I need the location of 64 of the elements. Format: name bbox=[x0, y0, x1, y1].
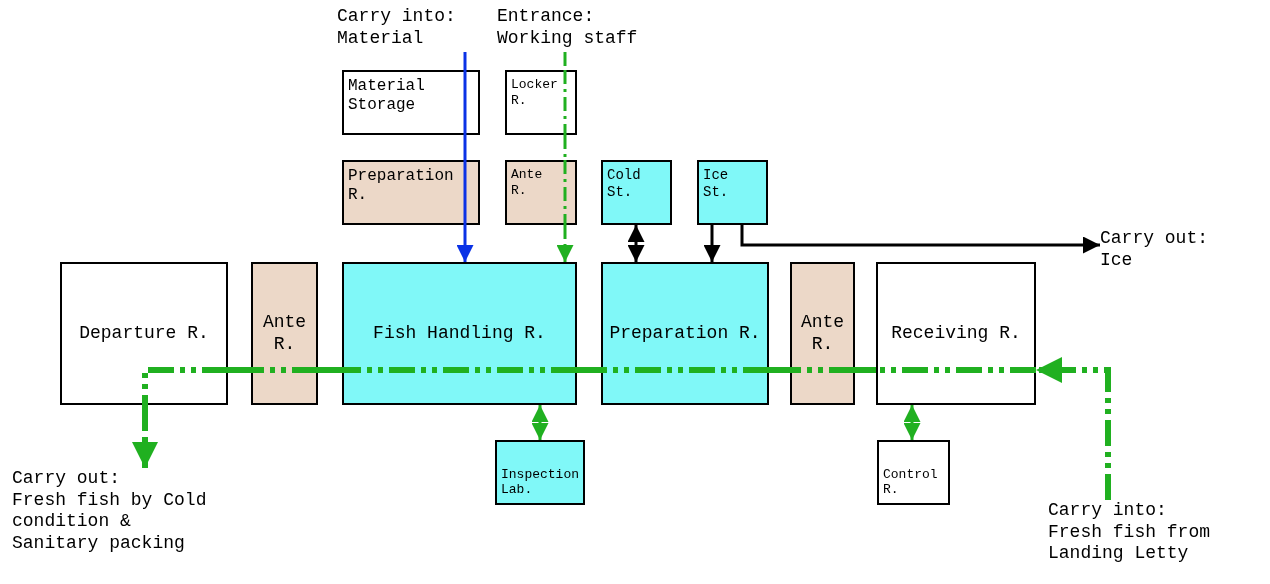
room-label: Departure R. bbox=[79, 322, 209, 345]
connector-line bbox=[855, 367, 876, 373]
room-label: Control R. bbox=[883, 466, 939, 498]
room-label: Inspection Lab. bbox=[501, 466, 579, 498]
room-label: Fish Handling R. bbox=[373, 322, 546, 345]
room-box bbox=[342, 160, 480, 225]
flow-line bbox=[463, 70, 467, 135]
room-box bbox=[877, 440, 950, 505]
room-label: Receiving R. bbox=[891, 322, 1021, 345]
connector-line bbox=[228, 367, 251, 373]
flow-description: Fresh fish by Cold condition & Sanitary packing bbox=[12, 489, 208, 555]
room-label: Preparation R. bbox=[348, 167, 455, 206]
flow-line bbox=[563, 70, 567, 135]
room-label: Material Storage bbox=[348, 77, 426, 116]
arrow bbox=[703, 225, 721, 262]
room-box bbox=[697, 160, 768, 225]
connector-line bbox=[563, 135, 567, 160]
flow-line bbox=[601, 367, 769, 373]
room-box bbox=[790, 262, 855, 405]
room-label: Ante R. bbox=[261, 311, 308, 356]
connector-line bbox=[463, 135, 467, 160]
flow-line bbox=[142, 367, 228, 405]
double-arrow bbox=[627, 225, 645, 262]
flow-heading: Carry out: bbox=[12, 468, 122, 490]
room-box bbox=[876, 262, 1036, 405]
flow-line bbox=[563, 160, 567, 225]
room-box bbox=[505, 160, 577, 225]
room-box bbox=[342, 70, 480, 135]
flow-line bbox=[251, 367, 318, 373]
arrow bbox=[132, 405, 158, 468]
room-box bbox=[60, 262, 228, 405]
connector-line bbox=[463, 52, 467, 70]
flow-description: Working staff bbox=[497, 27, 639, 50]
flow-line bbox=[342, 367, 577, 373]
room-box bbox=[342, 262, 577, 405]
room-label: Ante R. bbox=[511, 167, 544, 199]
room-box bbox=[601, 262, 769, 405]
flow-line bbox=[790, 367, 855, 373]
connector-line bbox=[318, 367, 342, 373]
flow-heading: Entrance: bbox=[497, 6, 596, 28]
flow-description: Material bbox=[337, 27, 425, 50]
arrow bbox=[556, 225, 574, 262]
flow-heading: Carry into: bbox=[1048, 500, 1168, 522]
room-box bbox=[495, 440, 585, 505]
flow-description: Ice bbox=[1100, 249, 1134, 272]
flow-heading: Carry out: bbox=[1100, 228, 1210, 250]
arrow bbox=[1036, 357, 1111, 500]
room-label: Preparation R. bbox=[609, 322, 761, 345]
arrow bbox=[740, 225, 1100, 254]
flow-description: Fresh fish from Landing Letty bbox=[1048, 521, 1212, 565]
room-box bbox=[251, 262, 318, 405]
flow-line bbox=[463, 160, 467, 225]
connector-line bbox=[769, 367, 790, 373]
arrow bbox=[456, 225, 474, 262]
room-label: Cold St. bbox=[607, 167, 642, 201]
connector-line bbox=[577, 367, 601, 373]
room-box bbox=[601, 160, 672, 225]
room-label: Locker R. bbox=[511, 77, 559, 109]
room-label: Ante R. bbox=[799, 311, 846, 356]
double-arrow bbox=[531, 405, 549, 440]
room-label: Ice St. bbox=[703, 167, 730, 201]
room-box bbox=[505, 70, 577, 135]
double-arrow bbox=[903, 405, 921, 440]
flow-heading: Carry into: bbox=[337, 6, 457, 28]
